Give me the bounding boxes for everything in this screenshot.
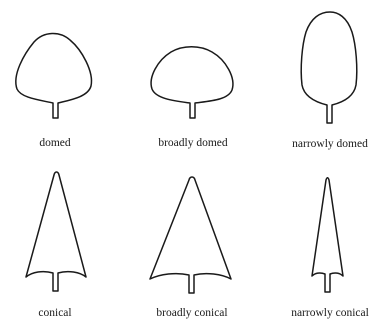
conical-crown-icon <box>26 172 86 291</box>
shape-label: conical <box>38 307 71 319</box>
broadly-domed-crown-icon <box>151 47 233 118</box>
narrowly-conical-crown-icon <box>312 178 343 292</box>
broadly-domed-shape: broadly domed <box>151 47 233 149</box>
shape-label: narrowly conical <box>291 307 369 319</box>
conical-shape: conical <box>26 172 86 319</box>
broadly-conical-crown-icon <box>150 177 231 293</box>
shape-label: narrowly domed <box>292 138 368 150</box>
shape-label: domed <box>39 137 71 149</box>
narrowly-domed-crown-icon <box>301 12 357 123</box>
shape-label: broadly conical <box>156 307 227 319</box>
domed-shape: domed <box>16 33 92 149</box>
narrowly-conical-shape: narrowly conical <box>291 178 369 319</box>
broadly-conical-shape: broadly conical <box>150 177 231 319</box>
domed-crown-icon <box>16 33 92 118</box>
shape-label: broadly domed <box>158 137 228 149</box>
narrowly-domed-shape: narrowly domed <box>292 12 368 150</box>
